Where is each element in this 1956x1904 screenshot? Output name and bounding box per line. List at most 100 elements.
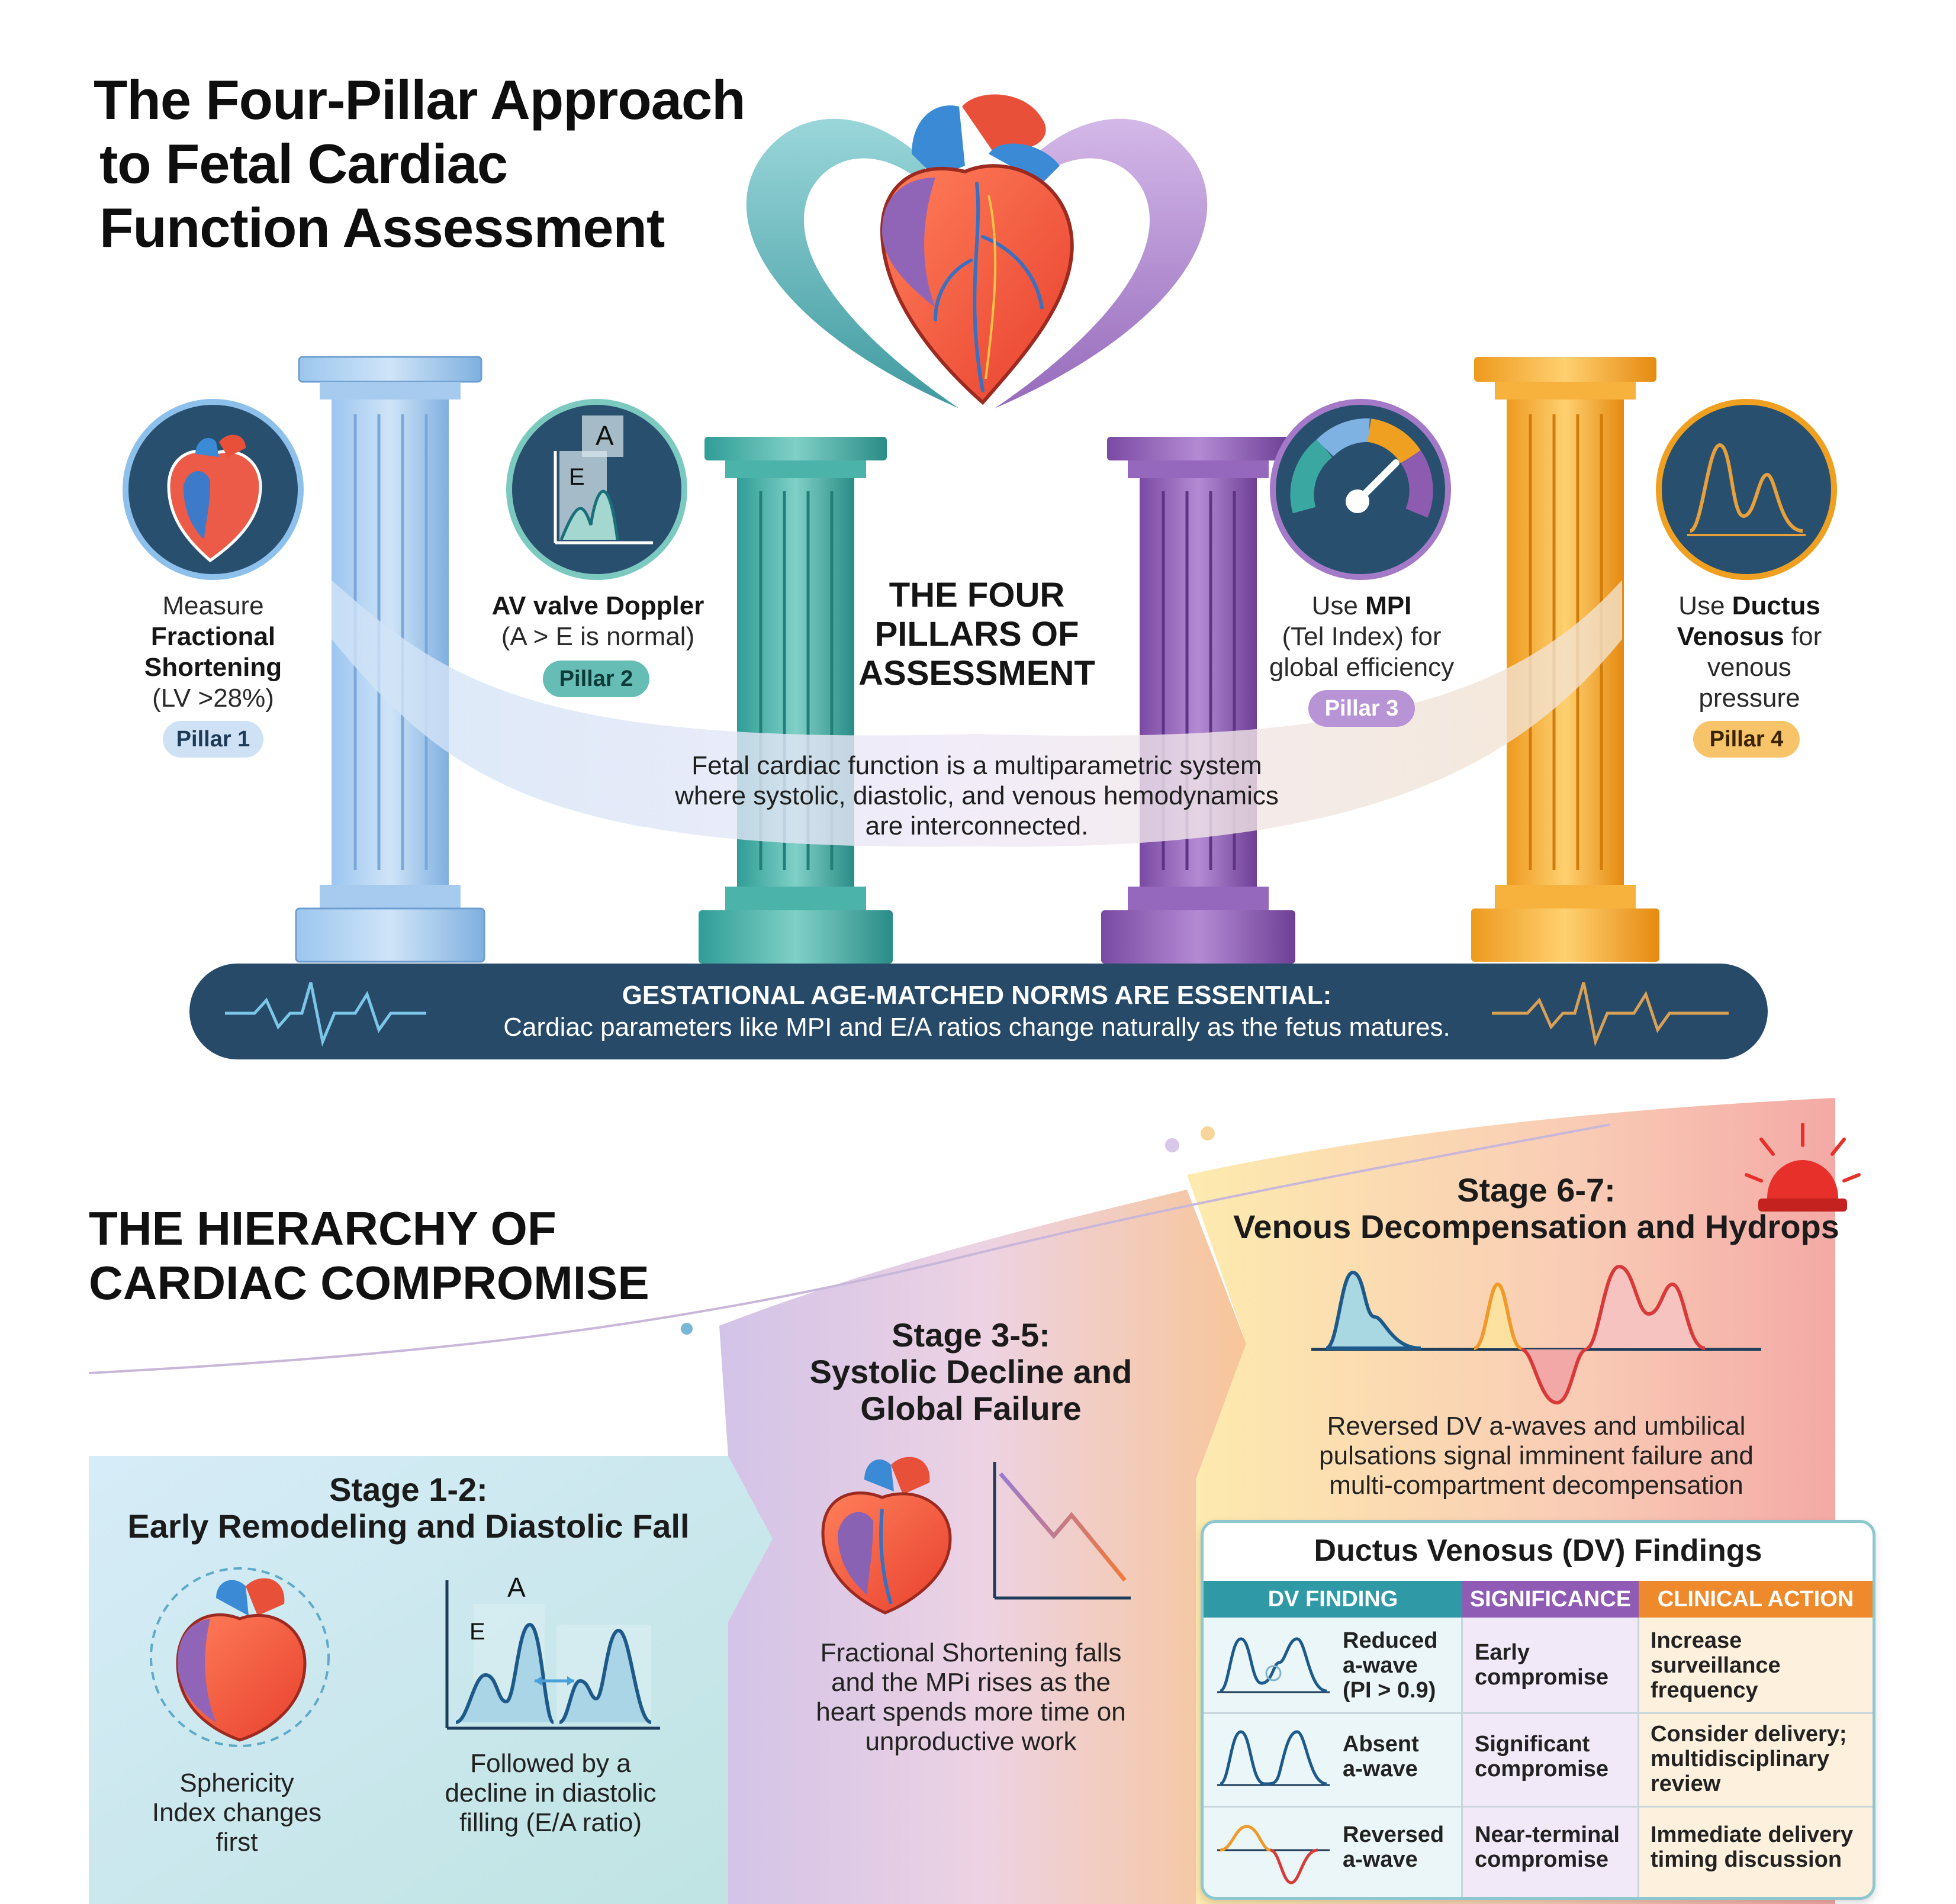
pillar-3-column (1101, 437, 1295, 964)
cell-text: compromise (1475, 1847, 1608, 1872)
venous-decompensation-waves-icon (1311, 1264, 1761, 1405)
norms-banner: GESTATIONAL AGE-MATCHED NORMS ARE ESSENT… (414, 980, 1539, 1043)
caption-line: Followed by a (470, 1749, 631, 1778)
cell-text: frequency (1651, 1678, 1758, 1703)
header-clinical-action: CLINICAL ACTION (1639, 1581, 1873, 1618)
reduced-a-wave-icon (1217, 1637, 1330, 1693)
pillar-1-post: (LV >28%) (152, 684, 274, 713)
cell-text: Reversed (1343, 1822, 1445, 1847)
norms-heading: GESTATIONAL AGE-MATCHED NORMS ARE ESSENT… (622, 981, 1332, 1010)
cell-text: Significant (1475, 1732, 1590, 1757)
header-significance: SIGNIFICANCE (1462, 1581, 1639, 1618)
stage-1-caption-left: Sphericity Index changes first (118, 1768, 355, 1857)
caption-line: first (215, 1828, 258, 1857)
stage-3-name: Venous Decompensation and Hydrops (1233, 1208, 1839, 1245)
wave-a-label: A (596, 420, 614, 451)
header-dv-finding: DV FINDING (1204, 1581, 1462, 1618)
pillar-3-description: Use MPI (Tel Index) for global efficienc… (1240, 591, 1483, 683)
pillar-4-line-4: pressure (1698, 684, 1800, 713)
cell-text: timing discussion (1651, 1847, 1842, 1872)
caption-line: unproductive work (865, 1727, 1077, 1756)
stage-2-name-1: Systolic Decline and (809, 1353, 1133, 1390)
hierarchy-line-1: THE HIERARCHY OF (89, 1202, 556, 1255)
pillar-3-bold: MPI (1365, 591, 1412, 620)
pillar-3-pre: Use (1311, 591, 1366, 620)
pillar-2-description: AV valve Doppler (A > E is normal) (471, 591, 725, 652)
hierarchy-title: THE HIERARCHY OF CARDIAC COMPROMISE (89, 1201, 740, 1310)
title-line-1: The Four-Pillar Approach (94, 69, 746, 131)
wave-e-label: E (569, 464, 585, 490)
pillar-2-badge: Pillar 2 (543, 661, 649, 697)
pillar-3-line-3: global efficiency (1269, 653, 1455, 682)
pillar-4-pre: Use (1678, 591, 1732, 620)
reversed-a-wave-icon (1217, 1825, 1330, 1884)
ribbon-text: Fetal cardiac function is a multiparamet… (592, 750, 1362, 841)
stage-2-caption: Fractional Shortening falls and the MPi … (770, 1638, 1172, 1757)
cell-text: a-wave (1343, 1653, 1418, 1678)
stage-3-label: Stage 6-7: (1457, 1171, 1616, 1209)
declining-trend-chart-icon (993, 1462, 1131, 1600)
cell-text: (PI > 0.9) (1343, 1678, 1436, 1703)
pillar-1-description: Measure Fractional Shortening (LV >28%) (95, 591, 332, 714)
dv-findings-title: Ductus Venosus (DV) Findings (1314, 1533, 1762, 1568)
stage-2-label: Stage 3-5: (892, 1316, 1050, 1354)
caption-line: pulsations signal imminent failure and (1319, 1441, 1754, 1470)
center-line-3: ASSESSMENT (858, 654, 1095, 692)
caption-line: filling (E/A ratio) (459, 1808, 642, 1837)
pillar-4-post: for (1784, 622, 1822, 651)
pillar-4-badge: Pillar 4 (1693, 721, 1800, 758)
title-line-3: Function Assessment (99, 196, 665, 259)
pillar-1-badge: Pillar 1 (163, 721, 263, 758)
stage-3-caption: Reversed DV a-waves and umbilical pulsat… (1220, 1412, 1853, 1500)
caption-line: Reversed DV a-waves and umbilical (1327, 1412, 1746, 1441)
ribbon-line-3: are interconnected. (865, 811, 1089, 840)
stage-1-label: Stage 1-2: (329, 1471, 488, 1508)
failing-heart-icon (821, 1457, 952, 1615)
cell-text: multidisciplinary (1651, 1747, 1829, 1771)
pillar-1-bold-2: Shortening (144, 653, 282, 682)
hierarchy-line-2: CARDIAC COMPROMISE (89, 1257, 649, 1309)
stage-1-wave-e-label: E (469, 1619, 485, 1645)
stage-1-heading: Stage 1-2: Early Remodeling and Diastoli… (101, 1471, 716, 1545)
pillar-4-bold-1: Ductus (1732, 591, 1820, 620)
caption-line: Index changes (152, 1798, 322, 1827)
pillar-3-line-2: (Tel Index) for (1282, 622, 1442, 651)
ribbon-line-1: Fetal cardiac function is a multiparamet… (691, 751, 1262, 780)
stage-2-heading: Stage 3-5: Systolic Decline and Global F… (764, 1317, 1178, 1427)
heart-icon (880, 94, 1074, 405)
pillar-4-bold-2: Venosus (1677, 622, 1784, 651)
ribbon-line-2: where systolic, diastolic, and venous he… (675, 781, 1279, 810)
caption-line: Sphericity (179, 1768, 294, 1797)
cell-text: Consider delivery; (1651, 1722, 1847, 1747)
cell-text: compromise (1475, 1757, 1608, 1781)
title-line-2: to Fetal Cardiac (99, 133, 508, 195)
cell-text: Early (1475, 1640, 1530, 1665)
pillar-3-badge: Pillar 3 (1308, 690, 1415, 727)
caption-line: and the MPi rises as the (831, 1668, 1111, 1697)
cell-text: Near-terminal (1475, 1822, 1620, 1847)
pillar-1-pre: Measure (162, 591, 264, 620)
center-heading: THE FOUR PILLARS OF ASSESSMENT (835, 576, 1119, 693)
cell-text: Absent (1343, 1732, 1419, 1757)
cell-text: a-wave (1343, 1757, 1418, 1781)
caption-line: decline in diastolic (445, 1779, 657, 1808)
caption-line: Fractional Shortening falls (820, 1638, 1122, 1667)
pillar-2-bold: AV valve Doppler (491, 591, 704, 620)
caption-line: multi-compartment decompensation (1329, 1471, 1743, 1500)
cell-text: compromise (1475, 1665, 1608, 1690)
cell-text: Reduced (1343, 1628, 1438, 1653)
heart-cross-section-icon (123, 399, 304, 580)
pillar-2-column (699, 437, 893, 964)
pillar-4-line-3: venous (1707, 653, 1791, 682)
pillar-4-description: Use Ductus Venosus for venous pressure (1631, 591, 1868, 714)
center-line-2: PILLARS OF (874, 615, 1079, 653)
gauge-icon (1270, 399, 1451, 580)
cell-text: Immediate delivery (1651, 1822, 1854, 1847)
dv-findings-card: Ductus Venosus (DV) Findings DV FINDING … (1201, 1520, 1875, 1900)
stage-1-caption-right: Followed by a decline in diastolic filli… (414, 1749, 687, 1838)
stage-3-heading: Stage 6-7: Venous Decompensation and Hyd… (1220, 1172, 1853, 1245)
stage-2-name-2: Global Failure (860, 1390, 1082, 1427)
av-valve-doppler-icon: A E (506, 399, 687, 580)
ductus-venosus-wave-icon (1656, 399, 1837, 580)
pillar-1-bold-1: Fractional (150, 622, 276, 651)
